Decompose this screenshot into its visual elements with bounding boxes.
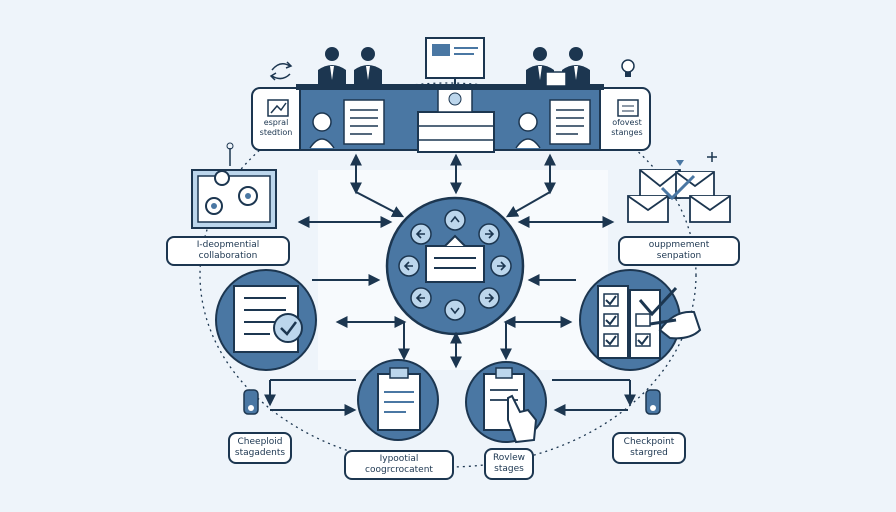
meeting-table — [296, 84, 604, 90]
sparkle-icon — [676, 152, 717, 166]
checklist-circle-left — [215, 269, 317, 371]
label-checkpoint-line-1: Checkpoint — [623, 437, 675, 447]
label-supplement-line-2: senpation — [656, 251, 702, 261]
label-checkpoint: Checkpoint stargred — [612, 432, 686, 464]
label-collaboration-line-2: collaboration — [198, 251, 258, 261]
envelope-icon — [627, 169, 731, 223]
label-review: Rovlew stages — [484, 448, 534, 480]
dotted-cycle-loop — [199, 82, 697, 468]
label-collaboration: I-deopmential collaboration — [166, 236, 290, 266]
document-left — [343, 99, 385, 145]
label-checked-line-1: Cheeploid — [237, 437, 283, 447]
hand-pointer-icon — [507, 394, 538, 444]
label-collaboration-line-1: I-deopmential — [196, 240, 260, 250]
avatar-left — [312, 112, 332, 132]
hub-document-icon — [425, 245, 485, 283]
header-left-line-1: espral — [263, 118, 289, 127]
recycle-icon — [269, 61, 293, 81]
flow-arrows — [264, 153, 636, 416]
clipboard-circle — [357, 359, 439, 441]
label-checkpoint-line-2: stargred — [630, 448, 668, 458]
label-coordinate-line-1: Iypootial — [379, 454, 419, 464]
header-right-line-1: ofovest — [612, 118, 642, 127]
people-right — [526, 47, 590, 87]
label-checked-line-2: stagadents — [234, 448, 286, 458]
label-checked: Cheeploid stagadents — [228, 432, 292, 464]
lightbulb-icon — [621, 59, 635, 77]
document-icon — [617, 99, 639, 117]
header-desk — [251, 85, 651, 153]
label-supplement: ouppmement senpation — [618, 236, 740, 266]
document-right — [549, 99, 591, 145]
label-coordinate-line-2: coogrcrocatent — [365, 465, 433, 475]
monitor-gear-icon — [191, 142, 277, 229]
key-tag-icon — [243, 389, 661, 415]
label-coordinate: Iypootial coogrcrocatent — [344, 450, 454, 480]
hand-pen-icon — [658, 310, 702, 340]
presentation-monitor-icon — [425, 37, 485, 84]
header-right-line-2: stanges — [611, 128, 643, 137]
center-desk — [417, 111, 495, 153]
header-left-label: espral stedtion — [254, 118, 298, 138]
avatar-right — [518, 112, 538, 132]
header-left-line-2: stedtion — [259, 128, 293, 137]
review-circle — [465, 361, 547, 444]
label-supplement-line-1: ouppmement — [648, 240, 710, 250]
central-hub — [385, 196, 525, 336]
label-review-line-2: stages — [494, 464, 524, 474]
header-right-label: ofovest stanges — [604, 118, 650, 138]
checklist-circle-right — [579, 269, 702, 371]
label-review-line-1: Rovlew — [492, 453, 526, 463]
people-left — [318, 47, 382, 86]
